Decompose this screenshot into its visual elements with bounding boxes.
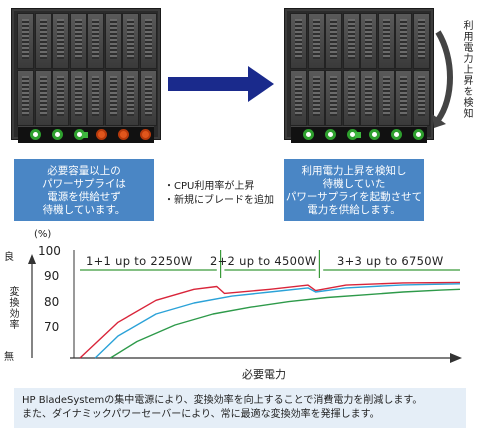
blade-bay	[290, 70, 307, 126]
blade-bay	[17, 70, 34, 126]
blade-bay	[325, 13, 342, 69]
psu-active-icon	[325, 129, 336, 140]
blade-bay	[69, 13, 87, 69]
blade-bay	[307, 13, 325, 69]
left-caption-line: 必要容量以上の	[47, 165, 121, 177]
footer-line: また、ダイナミックパワーセーバーにより、常に最適な変換効率を発揮します。	[22, 409, 380, 420]
y-tick-label: 100	[38, 244, 61, 258]
psu-standby-icon	[140, 129, 151, 140]
y-tick-label: 90	[44, 269, 60, 283]
psu-standby-icon	[118, 129, 129, 140]
band-label: 3+3 up to 6750W	[337, 254, 444, 268]
blade-bay	[52, 13, 69, 69]
blade-bay	[377, 13, 395, 69]
blade-bay	[69, 70, 87, 126]
psu-row	[291, 126, 427, 143]
blade-bay	[377, 70, 395, 126]
blade-bay	[395, 70, 412, 126]
blade-bay	[360, 70, 377, 126]
efficiency-curve-0	[79, 281, 461, 359]
y-axis-label: 変換効率	[7, 286, 18, 330]
left-caption-box: 必要容量以上の パワーサプライは 電源を供給せず 待機しています。	[14, 159, 154, 221]
blade-bay	[122, 70, 139, 126]
psu-row	[18, 126, 154, 143]
psu-active-icon	[391, 129, 402, 140]
psu-active-icon	[413, 129, 424, 140]
psu-active-icon	[30, 129, 41, 140]
blade-bay	[104, 13, 122, 69]
status-led-icon	[82, 132, 88, 138]
blade-bay	[139, 70, 157, 126]
blade-bay	[342, 13, 360, 69]
blade-bay	[122, 13, 139, 69]
psu-active-icon	[303, 129, 314, 140]
transition-arrow	[168, 66, 274, 102]
band-label: 1+1 up to 2250W	[86, 254, 193, 268]
psu-active-icon	[369, 129, 380, 140]
right-caption-line: 待機していた	[322, 178, 386, 190]
blade-bay	[325, 70, 342, 126]
blade-bay	[360, 13, 377, 69]
blade-bay	[87, 70, 104, 126]
y-top-label: 良	[4, 252, 14, 263]
band-label: 2+2 up to 4500W	[210, 254, 317, 268]
trigger-item: ・CPU利用率が上昇	[164, 181, 255, 192]
blade-bay	[342, 70, 360, 126]
y-tick-label: 80	[44, 295, 60, 309]
blade-bay	[34, 13, 52, 69]
y-bottom-label: 無	[4, 352, 14, 363]
left-caption-line: パワーサプライは	[42, 178, 126, 190]
blade-bay	[104, 70, 122, 126]
blade-bay	[412, 70, 430, 126]
blade-bay	[139, 13, 157, 69]
footer-note: HP BladeSystemの集中電源により、変換効率を向上することで消費電力を…	[14, 388, 466, 428]
right-caption-line: 利用電力上昇を検知し	[301, 165, 407, 177]
blade-bay	[52, 70, 69, 126]
side-note: 利用電力上昇を検知	[461, 20, 472, 119]
efficiency-graph	[28, 250, 462, 363]
footer-line: HP BladeSystemの集中電源により、変換効率を向上することで消費電力を…	[22, 395, 423, 406]
status-led-icon	[355, 132, 361, 138]
right-caption-line: パワーサプライを起動させて	[285, 191, 423, 203]
psu-standby-icon	[96, 129, 107, 140]
efficiency-curve-1	[94, 283, 461, 359]
left-caption-line: 電源を供給せず	[47, 191, 121, 203]
left-caption-line: 待機しています。	[42, 204, 126, 216]
right-caption-box: 利用電力上昇を検知し 待機していた パワーサプライを起動させて 電力を供給します…	[284, 159, 424, 221]
trigger-item: ・新規にブレードを追加	[164, 195, 274, 206]
efficiency-curve-2	[110, 288, 461, 359]
unit-label: (%)	[34, 229, 52, 240]
curved-arrow-icon	[432, 30, 453, 128]
blade-chassis-right	[284, 8, 434, 143]
right-caption-line: 電力を供給します。	[307, 204, 401, 216]
trigger-list: ・CPU利用率が上昇 ・新規にブレードを追加	[164, 180, 274, 208]
blade-bay	[412, 13, 430, 69]
y-tick-label: 70	[44, 320, 60, 334]
blade-bay	[307, 70, 325, 126]
psu-active-icon	[52, 129, 63, 140]
blade-bay	[290, 13, 307, 69]
blade-bay	[395, 13, 412, 69]
blade-bay	[87, 13, 104, 69]
blade-bay	[34, 70, 52, 126]
x-axis-label: 必要電力	[242, 368, 286, 381]
blade-bay	[17, 13, 34, 69]
blade-chassis-left	[11, 8, 161, 143]
